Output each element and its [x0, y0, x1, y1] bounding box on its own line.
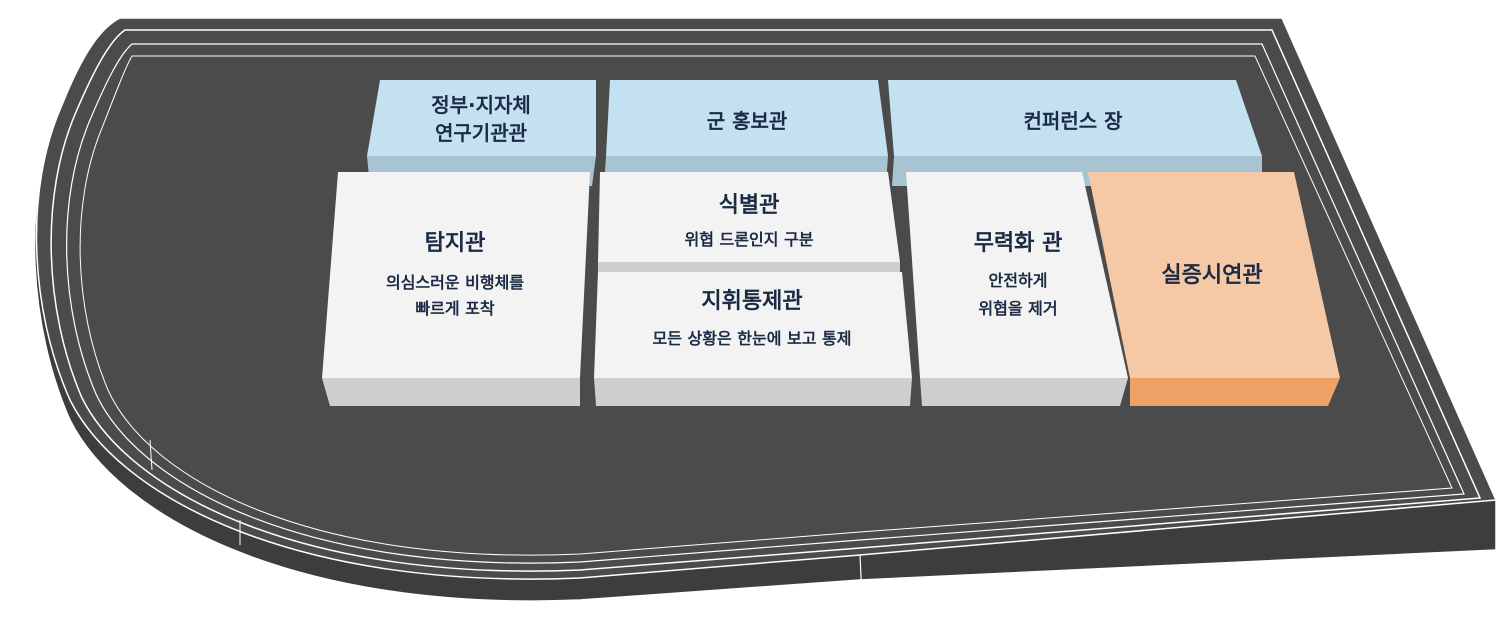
hall-command-title: 지휘통제관: [701, 289, 802, 314]
hall-detection-desc-2: 빠르게 포착: [415, 299, 494, 318]
hall-gov-research[interactable]: 정부·지자체 연구기관관: [367, 80, 596, 186]
hall-identification-title: 식별관: [719, 193, 780, 218]
hall-gov-line2: 연구기관관: [435, 121, 528, 145]
floor-rail-inner: [66, 43, 1465, 564]
hall-detection-desc-1: 의심스러운 비행체를: [386, 273, 524, 292]
hall-conference[interactable]: 컨퍼런스 장: [888, 80, 1262, 186]
hall-detection-title: 탐지관: [425, 231, 486, 256]
hall-command-control[interactable]: 지휘통제관 모든 상황은 한눈에 보고 통제: [594, 272, 912, 406]
hall-military-pr[interactable]: 군 홍보관: [604, 80, 888, 186]
hall-demonstration[interactable]: 실증시연관: [1088, 172, 1340, 406]
floor-rail-outer: [50, 29, 1482, 572]
hall-neutralization-title: 무력화 관: [974, 231, 1063, 256]
hall-identification-desc: 위협 드론인지 구분: [685, 230, 814, 249]
hall-conference-title: 컨퍼런스 장: [1024, 109, 1124, 133]
hall-neutralization[interactable]: 무력화 관 안전하게 위협을 제거: [906, 172, 1128, 406]
hall-detection[interactable]: 탐지관 의심스러운 비행체를 빠르게 포착: [322, 172, 590, 406]
hall-gov-line1: 정부·지자체: [431, 93, 531, 117]
hall-command-desc: 모든 상황은 한눈에 보고 통제: [653, 329, 852, 348]
floor-seam-3: [149, 439, 153, 471]
floor-seam-1: [859, 554, 863, 601]
hall-neutralization-desc-2: 위협을 제거: [978, 299, 1057, 318]
hall-neutralization-desc-1: 안전하게: [989, 271, 1048, 290]
hall-identification[interactable]: 식별관 위협 드론인지 구분: [598, 172, 900, 272]
hall-military-title: 군 홍보관: [707, 109, 788, 133]
hall-demo-title: 실증시연관: [1161, 263, 1262, 288]
